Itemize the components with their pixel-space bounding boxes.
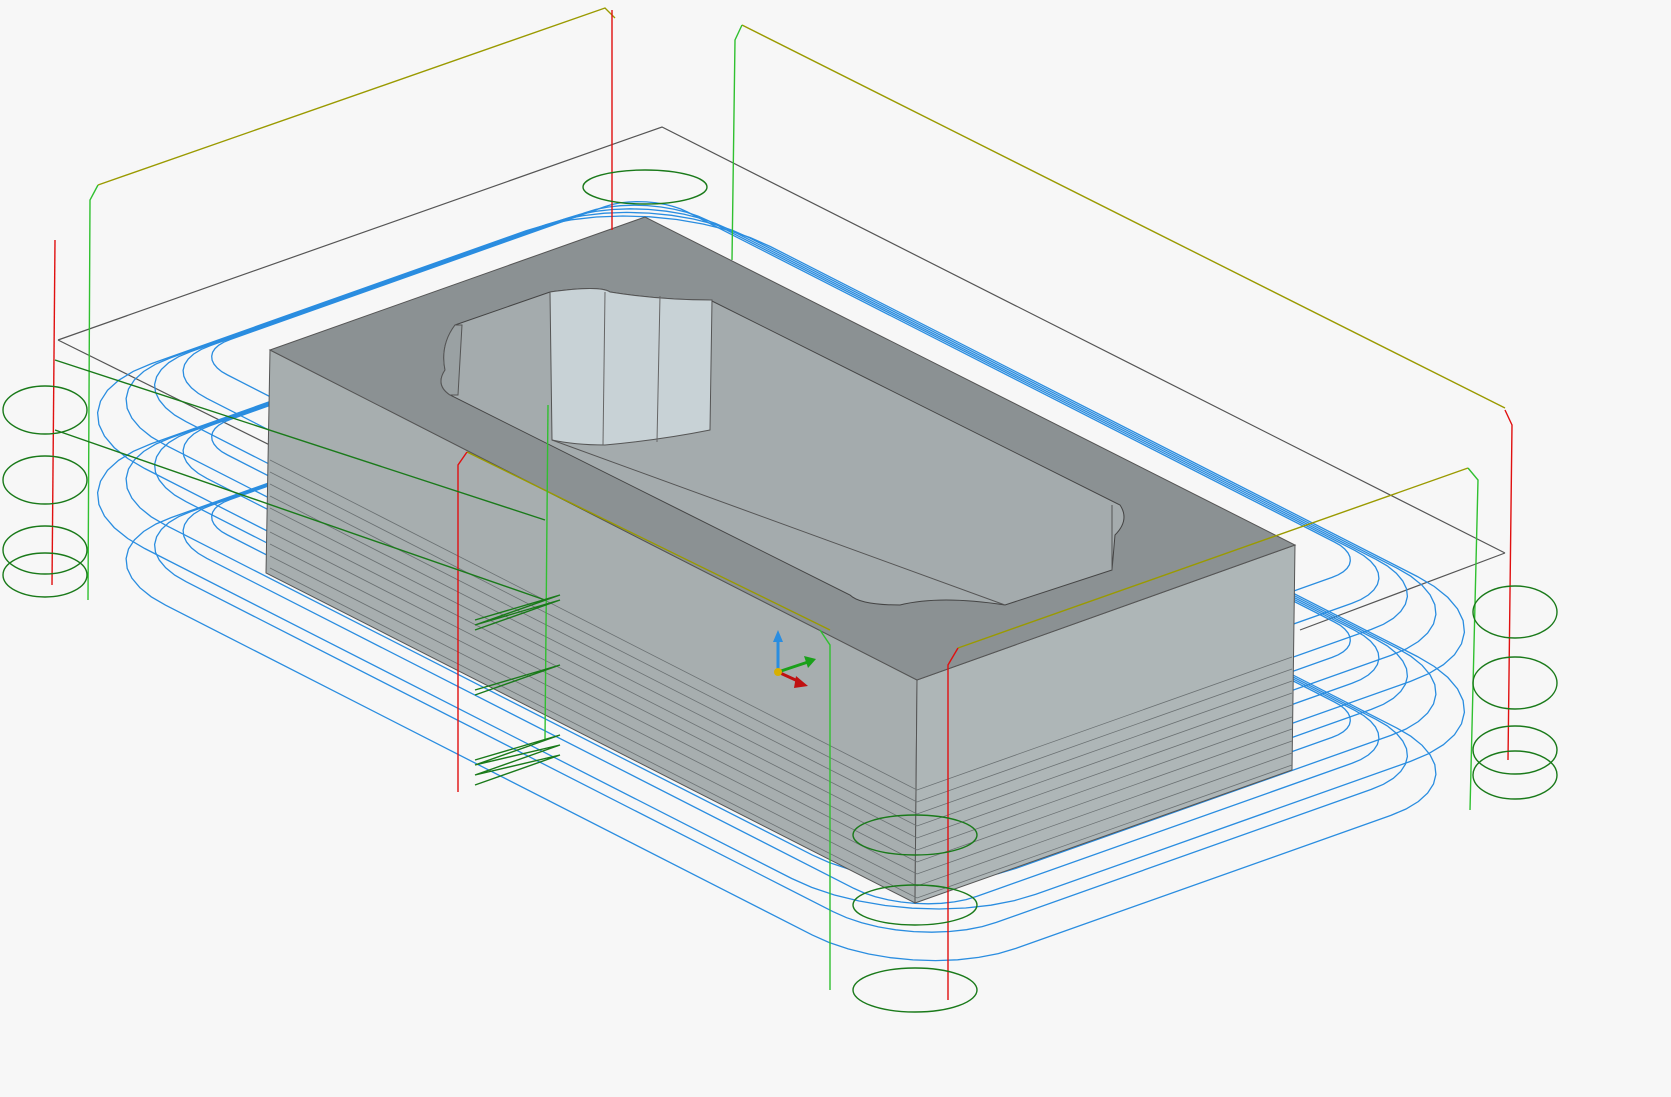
cut-pass	[269, 519, 1293, 851]
cut-toolpath-loops-front	[269, 459, 1293, 899]
cut-pass	[269, 471, 1293, 803]
pocket-wall-edge	[656, 295, 661, 443]
cut-pass	[269, 459, 1293, 791]
part-model[interactable]	[265, 216, 1297, 904]
cut-pass	[269, 543, 1293, 875]
axis-triad-icon	[773, 630, 816, 688]
pocket-wall-edge	[602, 291, 606, 446]
cut-pass	[269, 531, 1293, 863]
cut-pass	[269, 507, 1293, 839]
cut-pass	[269, 567, 1293, 899]
lead-arcs	[2, 169, 1558, 1013]
pocket-floor-edge	[551, 439, 1006, 606]
pocket-wall-left	[440, 324, 463, 396]
pocket-wall	[549, 288, 713, 446]
cut-pass	[269, 483, 1293, 815]
cut-pass	[269, 555, 1293, 887]
cut-pass	[269, 495, 1293, 827]
